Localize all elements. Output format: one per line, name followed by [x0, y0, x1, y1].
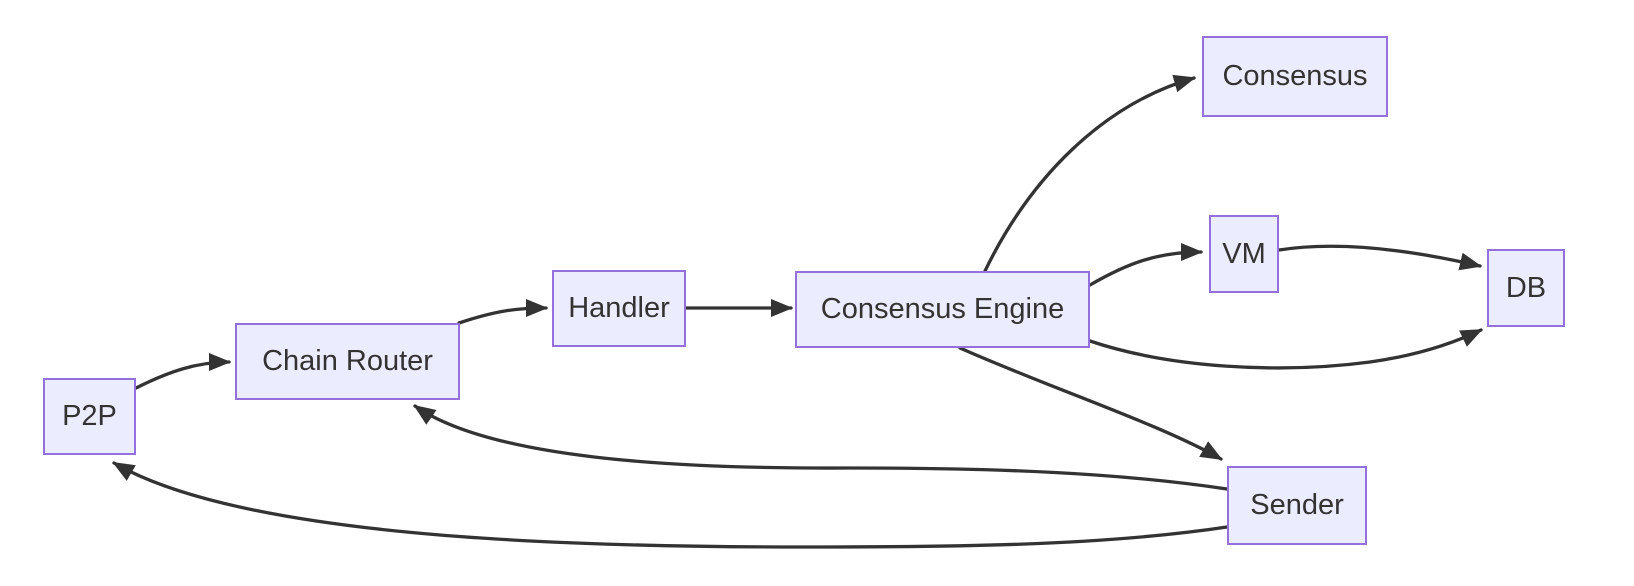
node-consensus-engine-label: Consensus Engine: [820, 293, 1065, 325]
edge-sender-to-chain-router: [413, 404, 1229, 491]
node-chain-router-label: Chain Router: [262, 345, 433, 377]
node-handler: Handler: [552, 270, 686, 347]
node-p2p-label: P2P: [62, 400, 117, 432]
edge-consensus-engine-to-consensus: [983, 74, 1196, 273]
node-p2p: P2P: [43, 378, 136, 455]
node-sender: Sender: [1227, 466, 1367, 545]
node-consensus: Consensus: [1202, 36, 1388, 117]
edge-sender-to-p2p: [112, 461, 1229, 549]
node-consensus-label: Consensus: [1222, 60, 1368, 92]
edge-consensus-engine-to-vm: [1088, 243, 1203, 287]
node-consensus-engine: Consensus Engine: [795, 271, 1090, 348]
edge-consensus-engine-to-db: [1088, 328, 1483, 370]
node-vm: VM: [1209, 215, 1279, 293]
node-db: DB: [1487, 249, 1565, 327]
node-vm-label: VM: [1222, 237, 1266, 270]
edge-chain-router-to-handler: [457, 299, 548, 325]
node-handler-label: Handler: [568, 292, 670, 324]
node-sender-label: Sender: [1250, 489, 1344, 521]
node-chain-router: Chain Router: [235, 323, 460, 400]
edge-vm-to-db: [1277, 244, 1482, 271]
node-db-label: DB: [1505, 271, 1547, 304]
edge-p2p-to-chain-router: [134, 353, 231, 390]
edge-consensus-engine-to-sender: [958, 346, 1223, 461]
